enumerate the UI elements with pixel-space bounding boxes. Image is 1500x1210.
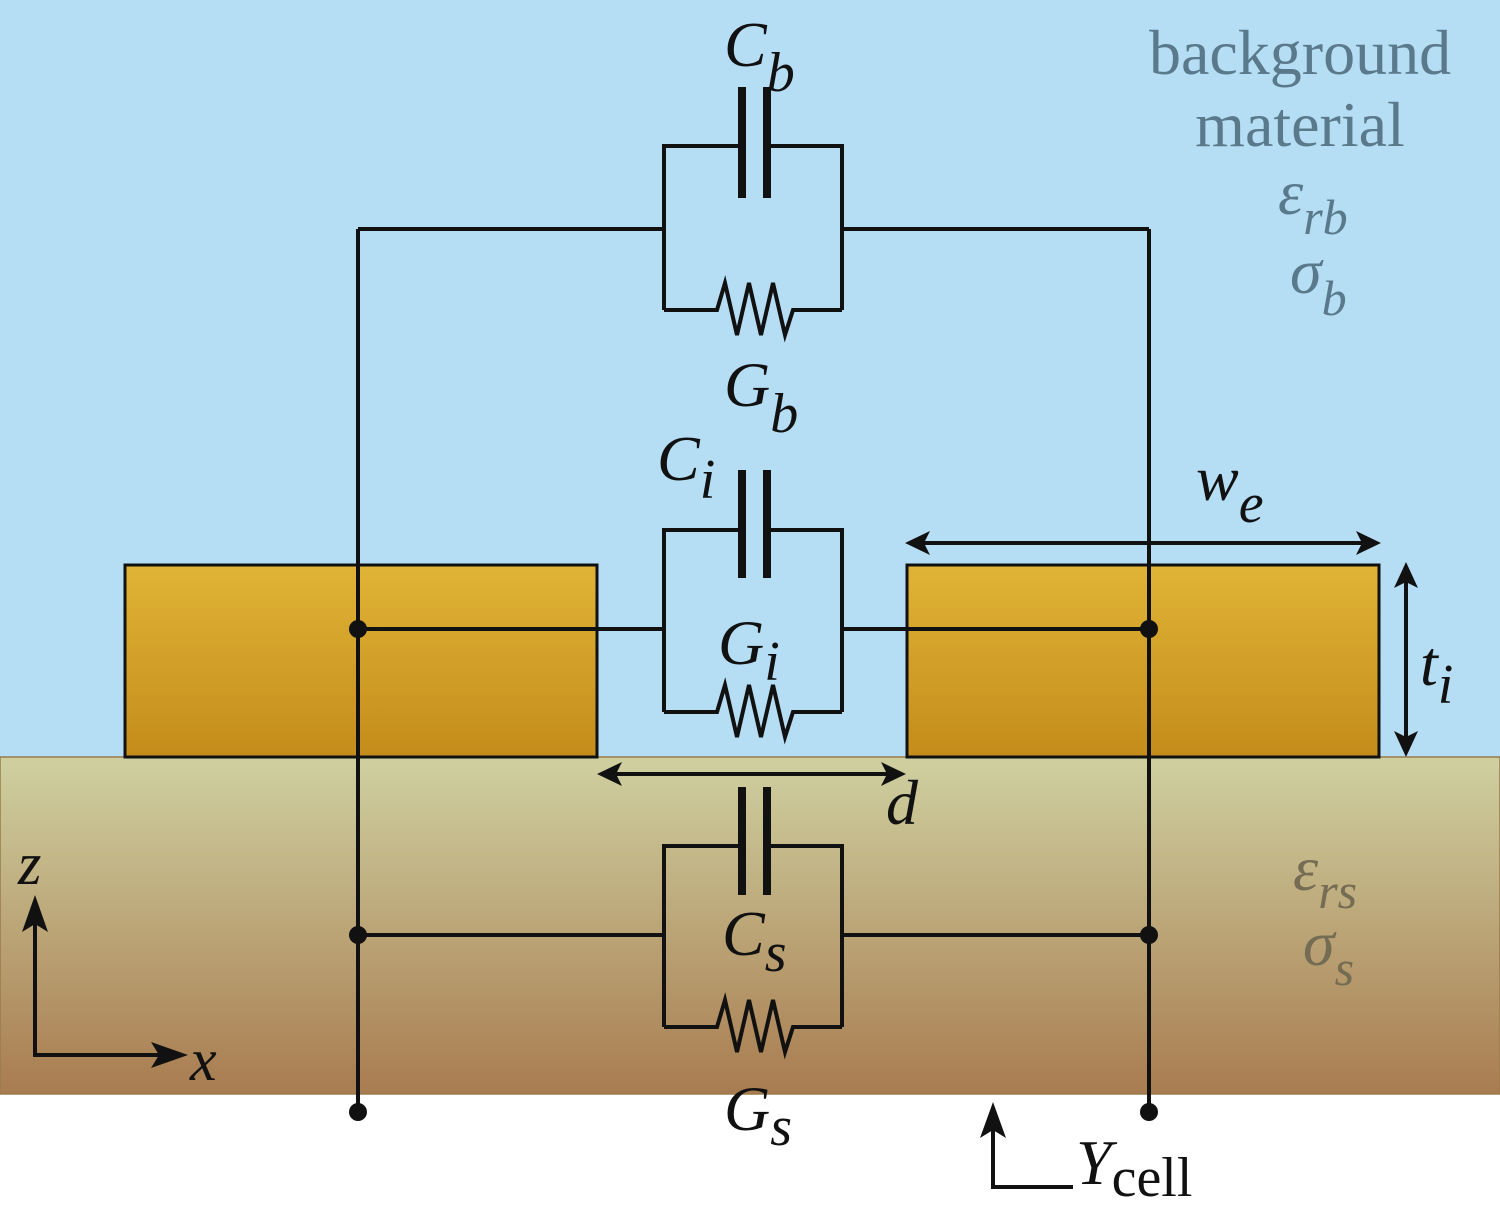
left-electrode — [123, 563, 599, 759]
gs-label: Gs — [724, 1073, 792, 1158]
inter-electrode-branch — [358, 470, 1149, 745]
substrate-branch — [358, 787, 1149, 1060]
ycell-label: Ycell — [1076, 1127, 1192, 1209]
ti-label: ti — [1420, 628, 1453, 716]
we-label: we — [1196, 443, 1264, 535]
right-electrode — [905, 563, 1381, 759]
eps-rs-label: εrs — [1293, 833, 1357, 919]
d-label: d — [886, 767, 919, 838]
ci-label: Ci — [657, 423, 715, 511]
we-dimension-arrow — [905, 531, 1381, 555]
ti-dimension-arrow — [1394, 562, 1418, 757]
junction-dot — [349, 620, 367, 638]
junction-dot — [1140, 620, 1158, 638]
cb-label: Cb — [724, 9, 795, 104]
coordinate-axes — [22, 895, 188, 1068]
gi-label: Gi — [718, 607, 780, 693]
z-axis-label: z — [17, 831, 41, 897]
cs-label: Cs — [722, 898, 786, 984]
x-axis-label: x — [189, 1027, 217, 1093]
eps-rb-label: εrb — [1278, 157, 1348, 245]
terminal-dot — [349, 1103, 367, 1121]
background-material-label-line2: material — [1195, 89, 1405, 160]
substrate-region — [0, 756, 1500, 1095]
sigma-s-label: σs — [1303, 908, 1354, 996]
sigma-b-label: σb — [1290, 236, 1347, 326]
terminal-dot — [1140, 1103, 1158, 1121]
d-dimension-arrow — [597, 762, 906, 786]
background-material-label-line1: background — [1149, 17, 1451, 88]
background-branch — [358, 87, 1149, 343]
junction-dot — [1140, 926, 1158, 944]
ycell-port-arrow — [980, 1102, 1073, 1189]
gb-label: Gb — [724, 349, 798, 445]
junction-dot — [349, 926, 367, 944]
